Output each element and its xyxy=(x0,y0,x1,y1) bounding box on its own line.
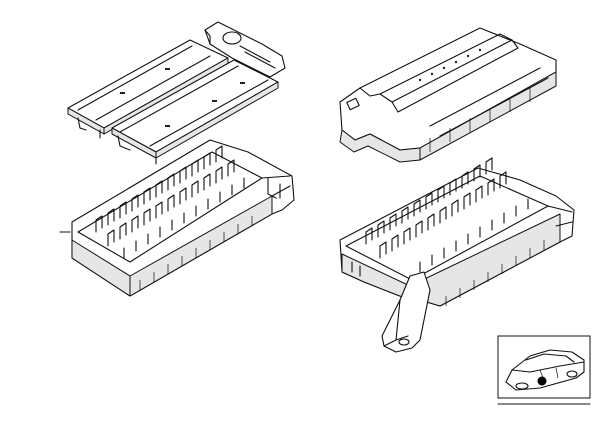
vehicle-location-inset xyxy=(497,335,591,405)
fuse-box-cover-split xyxy=(67,21,286,165)
fuse-box-cover-assembled xyxy=(339,27,557,163)
location-marker-icon xyxy=(537,376,547,386)
fuse-carrier-right-with-bracket xyxy=(339,157,575,353)
fuse-carrier-left xyxy=(59,139,295,297)
car-outline-icon xyxy=(505,349,585,391)
